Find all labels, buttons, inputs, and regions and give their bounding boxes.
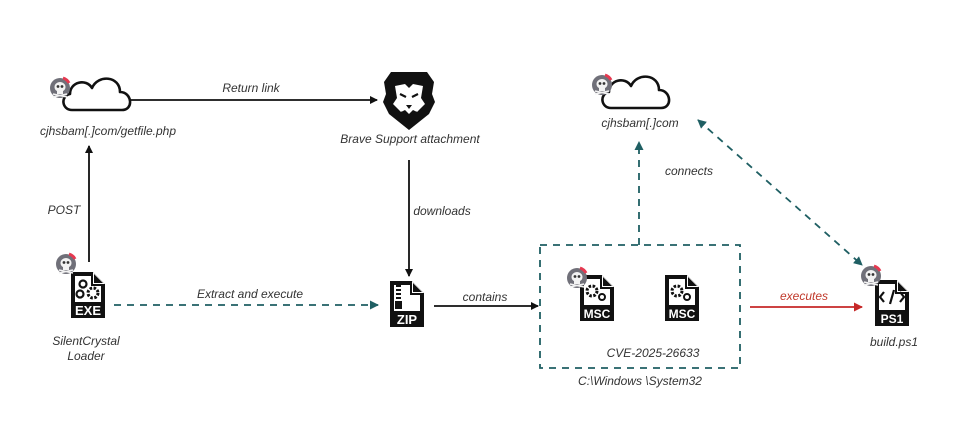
edge-label-downloads: downloads <box>413 204 471 218</box>
edge-label-connects: connects <box>664 164 714 178</box>
exe-file-tag: EXE <box>75 303 101 318</box>
cloud-getfile-label: cjhsbam[.]com/getfile.php <box>39 124 177 138</box>
zip-file-icon: ZIP <box>390 281 424 327</box>
skull-icon <box>54 252 78 276</box>
msc-group-caption: CVE-2025-26633 <box>606 346 700 360</box>
msc-group-location: C:\Windows \System32 <box>578 374 702 388</box>
cloud-c2-label: cjhsbam[.]com <box>601 116 679 130</box>
exe-label-line1: SilentCrystal <box>52 334 120 348</box>
edge-label-executes: executes <box>779 289 829 303</box>
cloud-icon <box>601 75 671 110</box>
ps1-file-icon: PS1 <box>875 280 909 326</box>
edge-label-extract-execute: Extract and execute <box>196 287 304 301</box>
edge-c2-ps1 <box>697 119 863 266</box>
msc-file-tag: MSC <box>584 307 611 321</box>
msc-group-box <box>539 244 741 369</box>
edge-label-post: POST <box>47 203 81 217</box>
edge-label-contains: contains <box>462 290 508 304</box>
ps1-file-tag: PS1 <box>881 312 904 326</box>
brave-label: Brave Support attachment <box>340 132 480 146</box>
msc-file-tag: MSC <box>669 307 696 321</box>
skull-icon <box>48 76 72 100</box>
zip-file-tag: ZIP <box>397 312 418 327</box>
cloud-getfile-node <box>62 77 132 112</box>
exe-file-icon: EXE <box>71 272 105 318</box>
brave-lion-icon <box>383 72 435 130</box>
skull-icon <box>565 266 589 290</box>
skull-icon <box>590 73 614 97</box>
ps1-label: build.ps1 <box>869 335 919 349</box>
msc-file-icon: MSC <box>665 275 699 321</box>
msc-file-icon: MSC <box>580 275 614 321</box>
skull-icon <box>859 264 883 288</box>
cloud-c2-node <box>601 75 671 110</box>
exe-label-line2: Loader <box>67 349 105 363</box>
cloud-icon <box>62 77 132 112</box>
edge-label-return-link: Return link <box>222 81 280 95</box>
